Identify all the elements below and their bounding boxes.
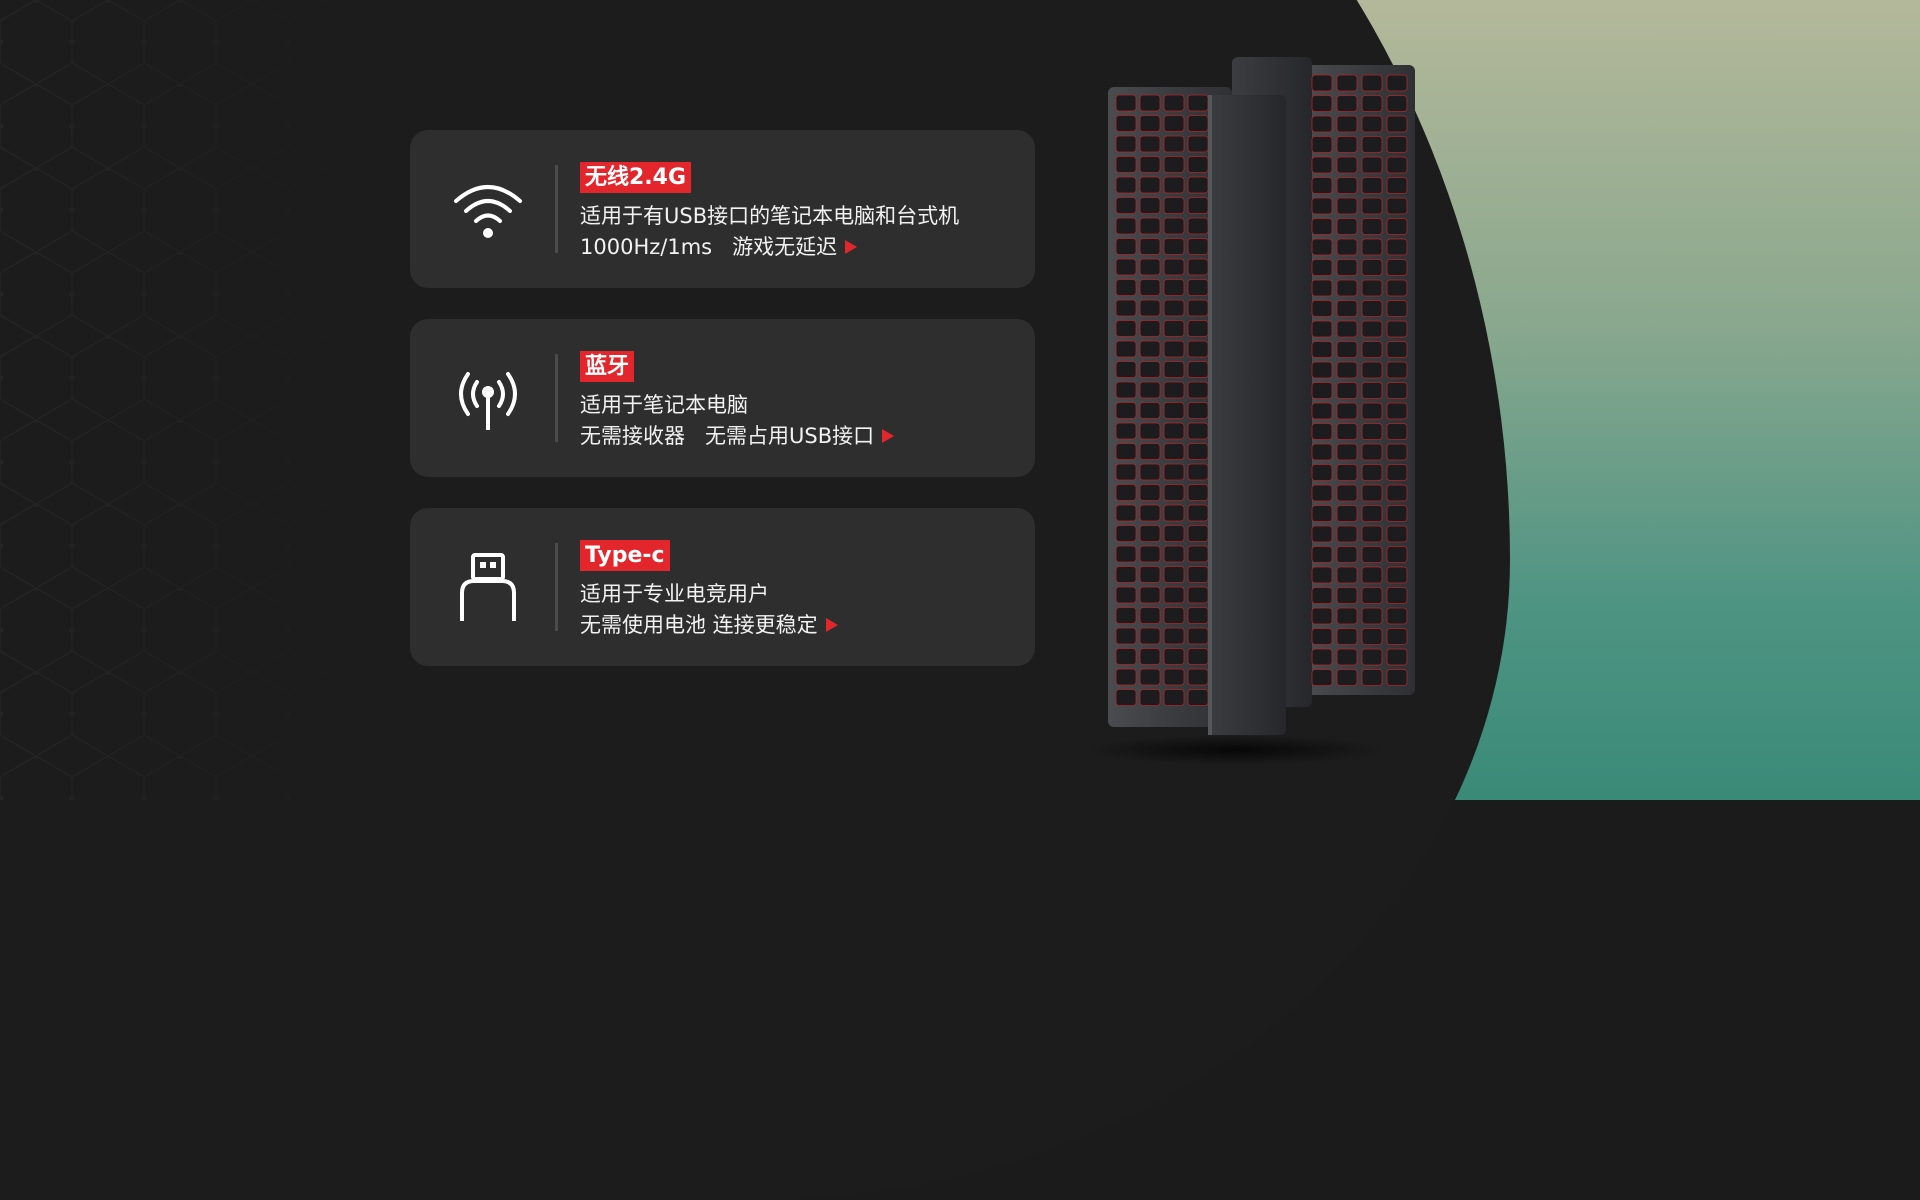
feature-description: 适用于专业电竞用户: [580, 582, 769, 606]
feature-card-type-c: Type-c 适用于专业电竞用户 无需使用电池 连接更稳定: [410, 508, 1035, 666]
feature-tag: 蓝牙: [580, 351, 635, 382]
play-arrow-icon[interactable]: [825, 617, 838, 632]
feature-tag: Type-c: [580, 540, 670, 571]
card-divider: [555, 165, 558, 253]
keyboard-shadow: [1085, 735, 1385, 765]
bluetooth-antenna-icon: [450, 360, 526, 436]
hexagon-pattern: [0, 0, 380, 800]
card-divider: [555, 543, 558, 631]
feature-description-2: 1000Hz/1ms 游戏无延迟: [580, 233, 858, 261]
card-divider: [555, 354, 558, 442]
usb-type-c-icon: [450, 549, 526, 625]
wifi-icon: [450, 171, 526, 247]
play-arrow-icon[interactable]: [845, 239, 858, 254]
feature-description: 适用于笔记本电脑: [580, 393, 748, 417]
keyboard-product-image: [1108, 57, 1415, 735]
feature-description-2: 无需使用电池 连接更稳定: [580, 611, 838, 639]
play-arrow-icon[interactable]: [882, 428, 895, 443]
feature-description-2: 无需接收器 无需占用USB接口: [580, 422, 895, 450]
feature-description: 适用于有USB接口的笔记本电脑和台式机: [580, 204, 960, 228]
feature-tag: 无线2.4G: [580, 162, 692, 193]
feature-card-wireless: 无线2.4G 适用于有USB接口的笔记本电脑和台式机 1000Hz/1ms 游戏…: [410, 130, 1035, 288]
feature-card-bluetooth: 蓝牙 适用于笔记本电脑 无需接收器 无需占用USB接口: [410, 319, 1035, 477]
